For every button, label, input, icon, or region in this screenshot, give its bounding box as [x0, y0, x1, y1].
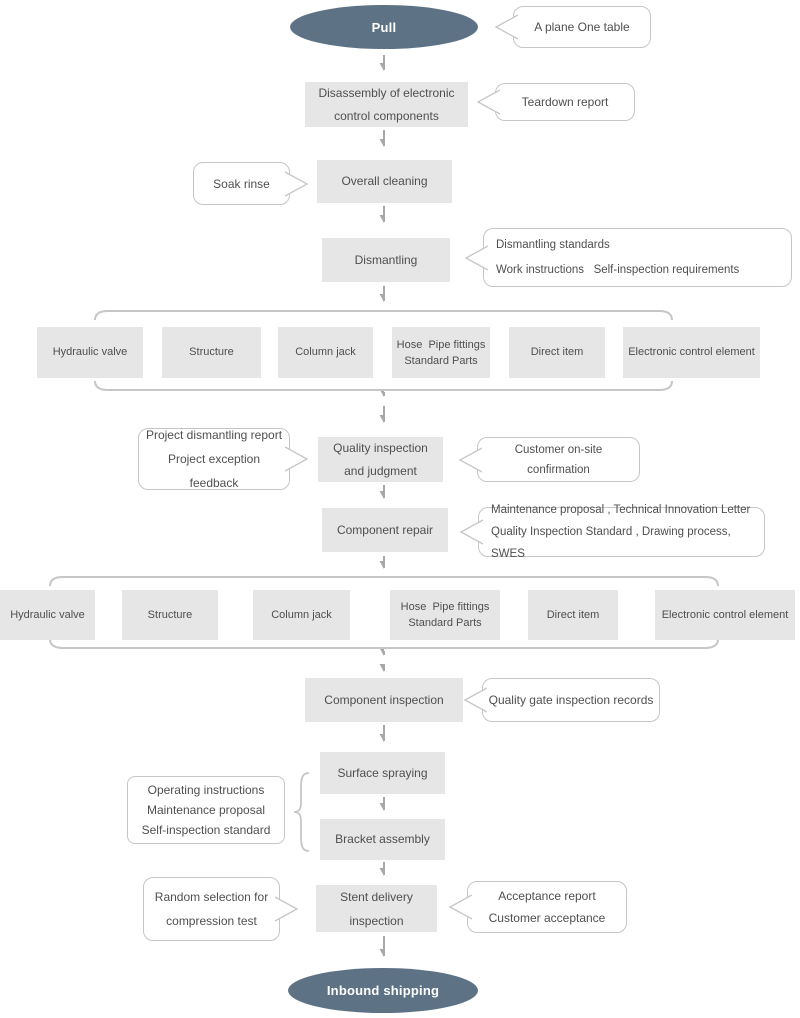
- callout-repair-docs: Maintenance proposal , Technical Innovat…: [459, 504, 765, 560]
- callout-plane-table: A plane One table: [494, 6, 651, 48]
- callout-tail-left: [476, 89, 500, 115]
- step-component-inspection: Component inspection: [305, 678, 463, 722]
- step-quality-inspection: Quality inspection and judgment: [318, 437, 443, 482]
- callout-tail-left: [459, 519, 483, 545]
- callout-quality-gate-records-label: Quality gate inspection records: [488, 693, 654, 707]
- callout-tail-left: [448, 894, 472, 920]
- component-box-structure: Structure: [162, 327, 261, 378]
- callout-dismantling-notes-label: Dismantling standards Work instructions …: [496, 238, 740, 276]
- step-overall-cleaning: Overall cleaning: [317, 160, 452, 203]
- callout-compression-test-label: Random selection for compression test: [154, 890, 269, 928]
- group-curly-brace: [293, 772, 310, 852]
- callout-soak-rinse-label: Soak rinse: [213, 176, 270, 191]
- component-box-column-jack: Column jack: [278, 327, 373, 378]
- note-operating-instructions: Operating instructions Maintenance propo…: [127, 776, 285, 844]
- callout-teardown-report: Teardown report: [476, 83, 635, 121]
- step-bracket-assembly: Bracket assembly: [320, 819, 445, 860]
- callout-project-reports: Project dismantling report Project excep…: [138, 428, 309, 490]
- callout-acceptance: Acceptance report Customer acceptance: [448, 881, 627, 933]
- callout-tail-left: [463, 687, 487, 713]
- callout-teardown-report-label: Teardown report: [521, 95, 609, 109]
- end-terminal-inbound-shipping: Inbound shipping: [288, 968, 478, 1013]
- callout-plane-table-label: A plane One table: [534, 20, 630, 34]
- step-surface-spraying: Surface spraying: [320, 752, 445, 794]
- component-box-column-jack: Column jack: [253, 590, 350, 640]
- callout-tail-left: [458, 446, 482, 473]
- callout-soak-rinse: Soak rinse: [193, 162, 309, 205]
- note-operating-instructions-label: Operating instructions Maintenance propo…: [141, 783, 271, 837]
- step-disassembly: Disassembly of electronic control compon…: [305, 82, 468, 127]
- callout-customer-confirmation: Customer on-site confirmation: [458, 437, 640, 482]
- component-box-hose-fittings: Hose Pipe fittings Standard Parts: [392, 327, 490, 378]
- callout-compression-test: Random selection for compression test: [143, 877, 299, 941]
- callout-repair-docs-label: Maintenance proposal , Technical Innovat…: [491, 504, 751, 560]
- component-box-direct-item: Direct item: [509, 327, 605, 378]
- spread-brace-top-row2: [49, 576, 719, 587]
- callout-tail-right: [275, 896, 299, 922]
- callout-project-reports-label: Project dismantling report Project excep…: [145, 428, 283, 490]
- callout-tail-right: [285, 446, 309, 472]
- callout-tail-left: [494, 14, 518, 40]
- callout-quality-gate-records: Quality gate inspection records: [463, 678, 660, 722]
- component-box-hydraulic-valve: Hydraulic valve: [37, 327, 143, 378]
- callout-dismantling-notes: Dismantling standards Work instructions …: [464, 228, 792, 287]
- step-dismantling: Dismantling: [322, 238, 450, 282]
- component-box-hose-fittings: Hose Pipe fittings Standard Parts: [390, 590, 500, 640]
- callout-customer-confirmation-label: Customer on-site confirmation: [514, 443, 603, 476]
- gather-brace-bottom-row2: [49, 638, 719, 649]
- callout-tail-left: [464, 244, 488, 271]
- spread-brace-top-row1: [94, 310, 673, 321]
- callout-tail-right: [285, 170, 309, 197]
- component-box-structure: Structure: [122, 590, 218, 640]
- gather-brace-bottom-row1: [94, 380, 673, 391]
- component-box-electronic-control: Electronic control element: [655, 590, 795, 640]
- component-box-electronic-control: Electronic control element: [623, 327, 760, 378]
- start-terminal-pull: Pull: [290, 5, 478, 49]
- callout-acceptance-label: Acceptance report Customer acceptance: [488, 889, 606, 925]
- component-box-hydraulic-valve: Hydraulic valve: [0, 590, 95, 640]
- step-component-repair: Component repair: [322, 508, 448, 552]
- step-stent-delivery-inspection: Stent delivery inspection: [316, 885, 437, 932]
- component-box-direct-item: Direct item: [528, 590, 618, 640]
